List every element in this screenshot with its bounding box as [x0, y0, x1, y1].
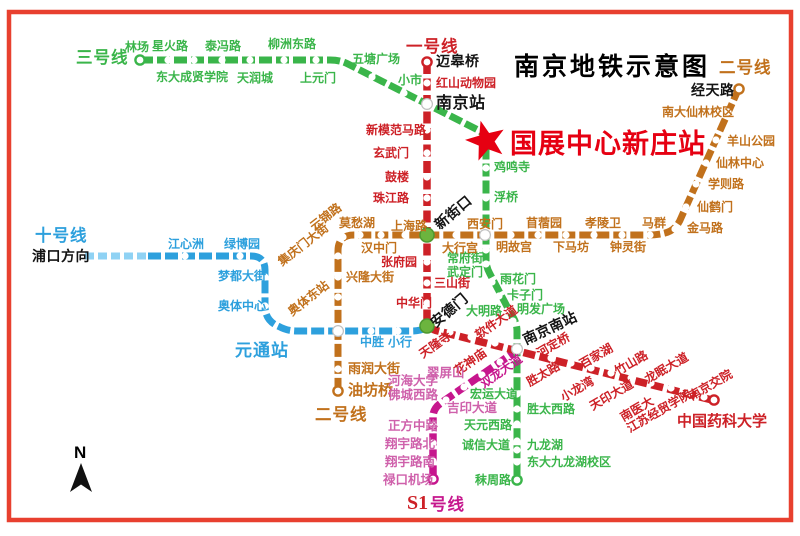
station-dot [607, 369, 615, 377]
station-dot [682, 203, 690, 211]
station-dot [685, 389, 693, 397]
station-dot [368, 73, 376, 81]
station-dot [339, 233, 347, 241]
station-dot [511, 343, 524, 356]
station-dot [261, 302, 269, 310]
station-dot [702, 159, 710, 167]
station-dot [513, 390, 521, 398]
station-dot [429, 421, 437, 429]
station-dot [507, 231, 515, 239]
station-dot [423, 79, 431, 87]
s1-path [429, 345, 522, 481]
station-dot [513, 420, 521, 428]
station-dot [356, 231, 364, 239]
station-dot [479, 229, 492, 242]
station-dot [312, 56, 320, 64]
station-dot [482, 260, 490, 268]
station-dot [646, 231, 654, 239]
station-dot [423, 149, 431, 157]
map-border [6, 9, 794, 523]
station-dot [181, 252, 189, 260]
station-dot [590, 231, 598, 239]
station-dot [700, 393, 708, 401]
station-dot [423, 258, 431, 266]
station-dot [377, 231, 385, 239]
station-dot [334, 273, 342, 281]
station-dot [452, 231, 460, 239]
station-dot [562, 231, 570, 239]
station-dot [482, 246, 490, 254]
terminus-dot [134, 54, 146, 66]
station-dot [367, 327, 375, 335]
station-dot [467, 333, 475, 341]
station-dot [423, 194, 431, 202]
station-dot [671, 225, 679, 233]
station-dot [400, 89, 408, 97]
station-dot [394, 327, 402, 335]
terminus-dot [511, 474, 523, 486]
highlight-star-icon [465, 120, 504, 161]
station-dot [460, 383, 468, 391]
station-dot [495, 292, 503, 300]
station-dot [423, 299, 431, 307]
station-dot [513, 458, 521, 466]
station-dot [334, 293, 342, 301]
station-dot [567, 359, 575, 367]
interchange-dot [419, 318, 435, 334]
station-dot [280, 56, 288, 64]
station-dot [667, 384, 675, 392]
station-dot [627, 374, 635, 382]
station-dot [218, 56, 226, 64]
station-dot [534, 231, 542, 239]
line3-path [140, 56, 521, 480]
station-dot [482, 194, 490, 202]
station-dot [488, 278, 496, 286]
line10-path [148, 252, 429, 335]
station-dot [190, 56, 198, 64]
station-dot [429, 457, 437, 465]
terminus-dot [733, 83, 745, 95]
page-title: 南京地铁示意图 [514, 53, 711, 81]
compass-arrow-icon [70, 463, 92, 492]
station-dot [513, 437, 521, 445]
station-dot [236, 252, 244, 260]
highlight-station-label: 国展中心新庄站 [510, 129, 706, 159]
station-dot [724, 108, 732, 116]
interchange-dot [419, 227, 435, 243]
station-dot [423, 173, 431, 181]
station-dot [442, 396, 450, 404]
station-dot [334, 252, 342, 260]
station-dot [496, 358, 504, 366]
terminus-dot [427, 473, 439, 485]
station-dot [618, 231, 626, 239]
station-dot [334, 365, 342, 373]
station-dot [647, 379, 655, 387]
station-dot [261, 273, 269, 281]
terminus-dot [421, 56, 433, 68]
terminus-dot [332, 385, 344, 397]
station-dot [503, 307, 511, 315]
station-dot [547, 354, 555, 362]
station-dot [482, 164, 490, 172]
station-dot [246, 56, 254, 64]
station-dot [587, 364, 595, 372]
station-dot [332, 325, 345, 338]
station-dot [513, 446, 521, 454]
station-dot [491, 339, 499, 347]
station-dot [692, 180, 700, 188]
station-dot [401, 231, 409, 239]
station-dot [513, 405, 521, 413]
station-dot [478, 371, 486, 379]
terminus-dot [708, 394, 720, 406]
station-dot [423, 126, 431, 134]
compass-north-label: N [74, 443, 87, 462]
station-dot [423, 279, 431, 287]
station-dot [712, 136, 720, 144]
station-dot [421, 97, 434, 110]
station-dot [509, 317, 517, 325]
station-dot [446, 328, 454, 336]
station-dot [429, 439, 437, 447]
station-dot [164, 56, 172, 64]
